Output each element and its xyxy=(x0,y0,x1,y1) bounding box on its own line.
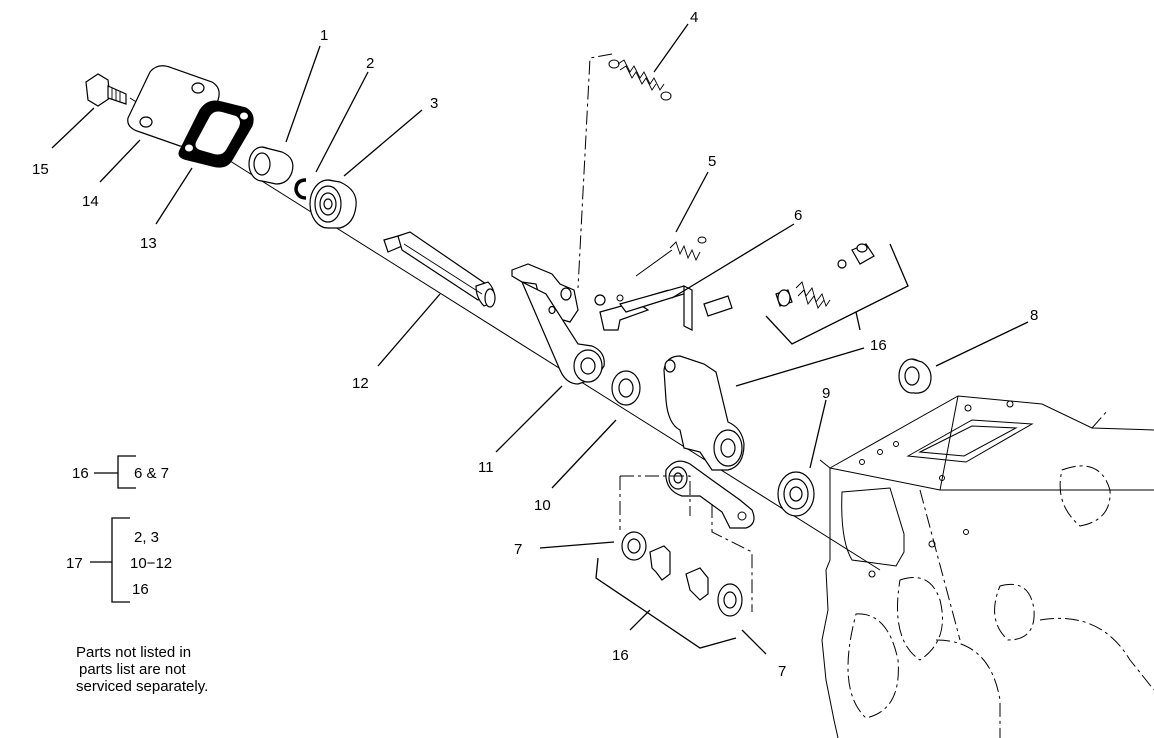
leader-2 xyxy=(315,71,369,173)
callout-2: 2 xyxy=(366,55,374,72)
callout-5: 5 xyxy=(708,153,716,170)
callout-16b: 16 xyxy=(612,647,629,664)
leader-5 xyxy=(675,171,709,233)
part-8-bushing xyxy=(898,358,932,394)
service-note-line-3: serviced separately. xyxy=(76,678,209,695)
legend-group-16: 16 6 & 7 xyxy=(72,455,169,489)
leader-15 xyxy=(51,107,95,149)
legend-group-17: 17 2, 3 10−12 16 xyxy=(66,517,172,603)
callout-7a: 7 xyxy=(514,541,522,558)
part-13-gasket xyxy=(178,100,254,168)
assembly-axis-line xyxy=(129,97,881,571)
part-12-shaft xyxy=(383,231,496,308)
legend-16-label: 16 xyxy=(72,465,89,482)
leader-16c xyxy=(629,609,651,631)
leader-12 xyxy=(377,293,441,367)
alignment-line-7a xyxy=(620,475,691,516)
legend-17-item-0: 2, 3 xyxy=(134,529,159,546)
part-7-lower-lever xyxy=(663,355,755,529)
leader-6 xyxy=(671,223,795,299)
part-11-lever xyxy=(511,263,605,385)
part-2-snap-ring xyxy=(294,178,307,200)
part-7-pin-bushings xyxy=(621,531,743,617)
callout-12: 12 xyxy=(352,375,369,392)
callout-1: 1 xyxy=(320,27,328,44)
callout-15: 15 xyxy=(32,161,49,178)
leader-1 xyxy=(285,45,321,143)
leader-7b xyxy=(741,629,767,655)
part-6-bracket xyxy=(594,285,733,331)
leader-16a xyxy=(855,311,861,331)
leader-9 xyxy=(809,399,827,469)
leader-7a xyxy=(539,541,615,549)
callout-4: 4 xyxy=(690,9,698,26)
leader-16b xyxy=(735,347,865,387)
callout-13: 13 xyxy=(140,235,157,252)
callout-7b: 7 xyxy=(778,663,786,680)
part-10-washer xyxy=(611,370,641,406)
callout-14: 14 xyxy=(82,193,99,210)
part-1-bushing xyxy=(248,146,294,185)
legend-17-item-1: 10−12 xyxy=(130,555,172,572)
legend-17-item-2: 16 xyxy=(132,581,149,598)
service-note: Parts not listed in parts list are not s… xyxy=(76,644,208,695)
callout-3: 3 xyxy=(430,95,438,112)
leader-11 xyxy=(495,385,563,453)
part-15-bolt xyxy=(85,73,127,107)
engine-housing xyxy=(819,395,1154,738)
leader-4 xyxy=(653,23,689,73)
leader-10 xyxy=(551,419,617,489)
legend-16-item-0: 6 & 7 xyxy=(134,465,169,482)
callout-11: 11 xyxy=(478,459,494,476)
callout-8: 8 xyxy=(1030,307,1038,324)
leader-13 xyxy=(155,167,193,225)
callout-9: 9 xyxy=(822,385,830,402)
legend-17-label: 17 xyxy=(66,555,83,572)
alignment-line-7c xyxy=(711,504,753,612)
leader-3 xyxy=(343,109,423,177)
callout-labels: 1 2 3 4 5 6 7 7 8 9 10 11 12 13 14 15 16… xyxy=(32,9,1038,680)
callout-6: 6 xyxy=(794,207,802,224)
leader-8 xyxy=(935,321,1029,367)
alignment-line-4 xyxy=(577,53,613,289)
part-16-detent-assembly xyxy=(775,243,875,309)
part-5-spring xyxy=(635,236,707,277)
leader-16a-bracket xyxy=(765,243,909,345)
leader-16c-bracket xyxy=(595,557,737,649)
service-note-line-1: Parts not listed in xyxy=(76,644,192,661)
part-3-bearing xyxy=(309,179,357,229)
part-4-spring xyxy=(608,59,672,101)
leader-lines xyxy=(51,23,1029,655)
service-note-line-2: parts list are not xyxy=(79,661,186,678)
leader-14 xyxy=(99,139,141,183)
part-9-bearing xyxy=(777,471,815,517)
callout-10: 10 xyxy=(534,497,551,514)
callout-16a: 16 xyxy=(870,337,887,354)
